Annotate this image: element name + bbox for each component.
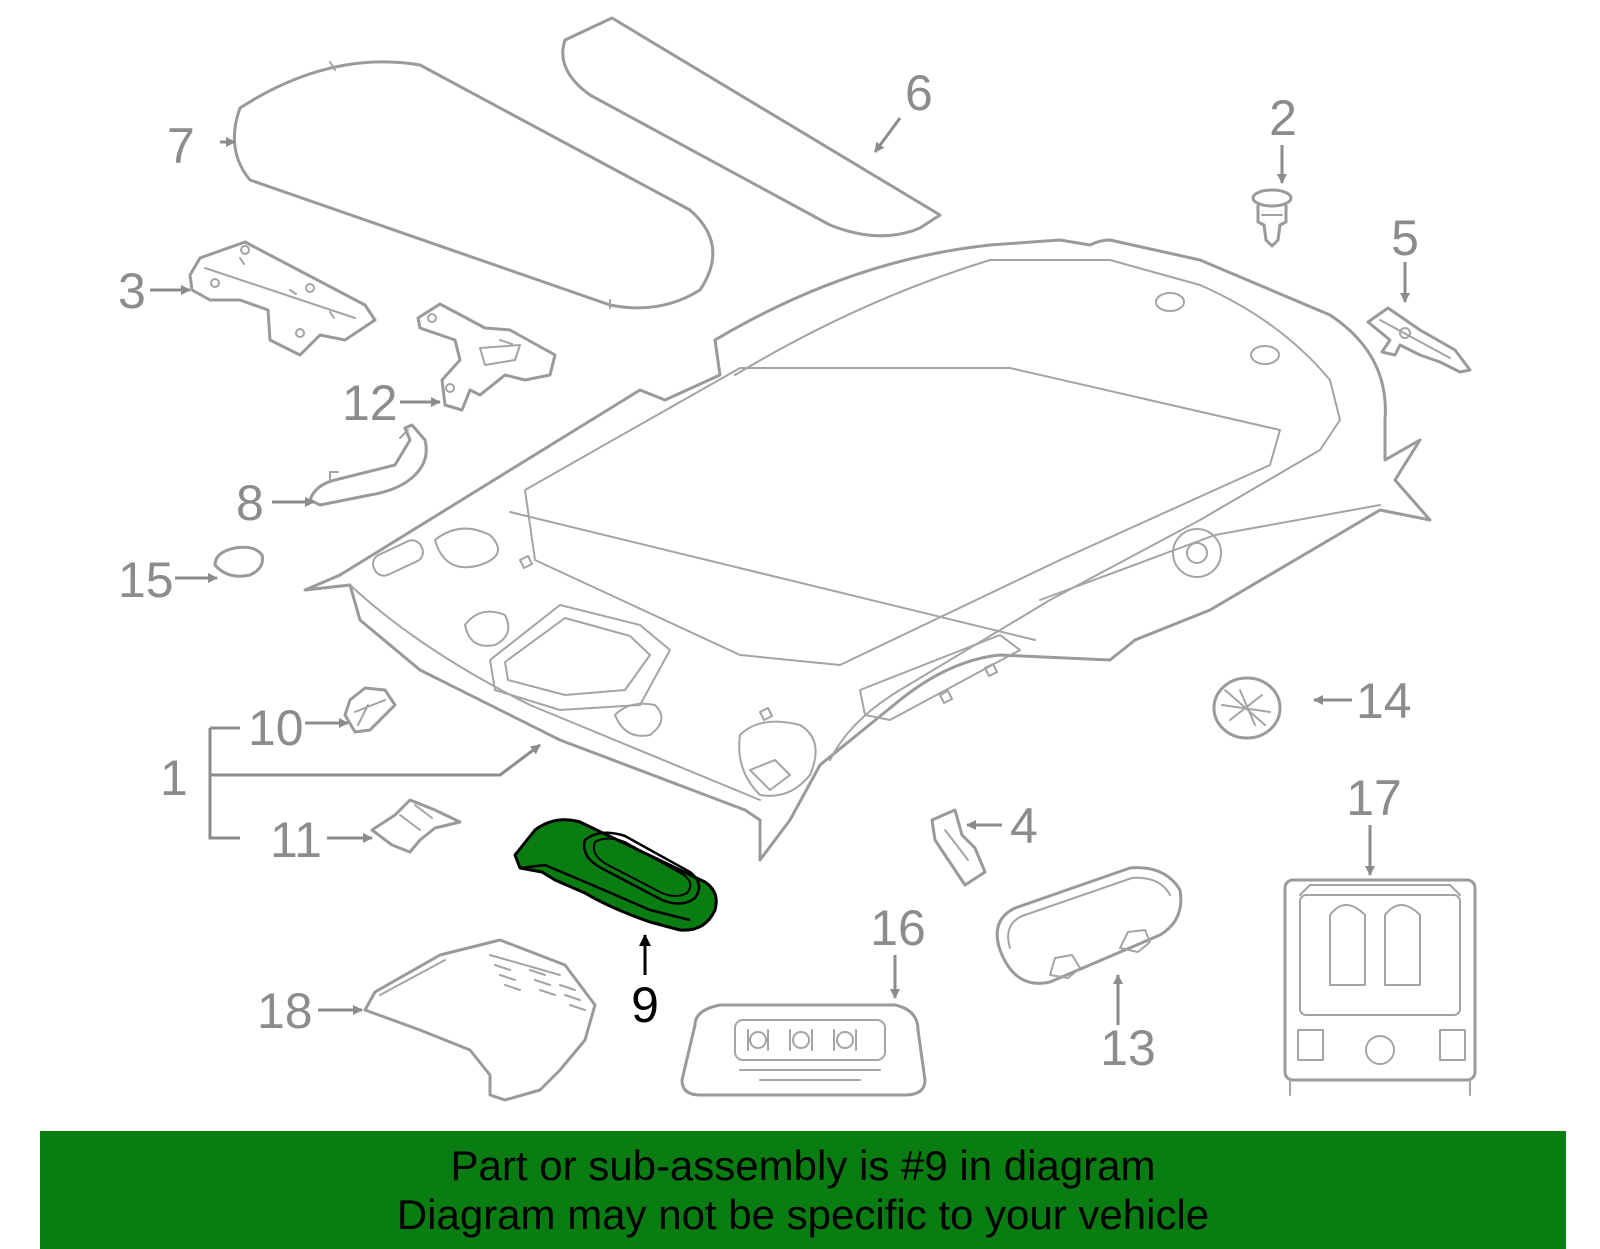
- part-12-bracket: [416, 302, 557, 412]
- sun-visor-mirror: [582, 831, 701, 905]
- part-10-clip: [343, 686, 397, 734]
- callout-12: 12: [342, 375, 398, 431]
- callout-7: 7: [167, 118, 195, 174]
- part-16-switch-panel: [680, 1003, 927, 1097]
- callout-16: 16: [870, 900, 926, 956]
- callout-10: 10: [248, 700, 304, 756]
- callout-14: 14: [1356, 673, 1412, 729]
- callout-17: 17: [1346, 770, 1402, 826]
- callout-5: 5: [1391, 210, 1419, 266]
- part-15-plug: [213, 545, 264, 578]
- part-1-headliner: [303, 238, 1432, 862]
- callout-2: 2: [1269, 90, 1297, 146]
- part-13-sun-visor: [995, 866, 1183, 985]
- part-8-grab-handle: [308, 423, 428, 507]
- callout-3: 3: [118, 263, 146, 319]
- part-11-clip: [370, 798, 462, 854]
- part-4-clip: [930, 808, 987, 887]
- callout-9: 9: [631, 977, 659, 1033]
- info-banner: Part or sub-assembly is #9 in diagram Di…: [40, 1131, 1566, 1249]
- part-7-roof-panel: [232, 60, 715, 310]
- part-6-roof-strip: [561, 16, 942, 238]
- callout-13: 13: [1100, 1020, 1156, 1076]
- part-3-bracket: [188, 240, 377, 357]
- part-2-clip: [1251, 188, 1293, 248]
- part-9-sun-visor[interactable]: [513, 818, 718, 932]
- callout-4: 4: [1010, 798, 1038, 854]
- part-14-round-clip: [1212, 676, 1282, 740]
- callout-1: 1: [160, 750, 188, 806]
- part-18-trim-cover: [363, 938, 597, 1102]
- callout-18: 18: [257, 983, 313, 1039]
- callout-15: 15: [118, 552, 174, 608]
- part-17-overhead-console: [1283, 878, 1477, 1096]
- sun-visor-mirror-inner: [592, 837, 692, 897]
- callout-6: 6: [905, 65, 933, 121]
- part-5-bracket: [1366, 306, 1472, 374]
- banner-line-2: Diagram may not be specific to your vehi…: [396, 1191, 1210, 1238]
- banner-line-1: Part or sub-assembly is #9 in diagram: [450, 1142, 1156, 1189]
- callout-11: 11: [270, 812, 322, 868]
- callout-8: 8: [236, 475, 264, 531]
